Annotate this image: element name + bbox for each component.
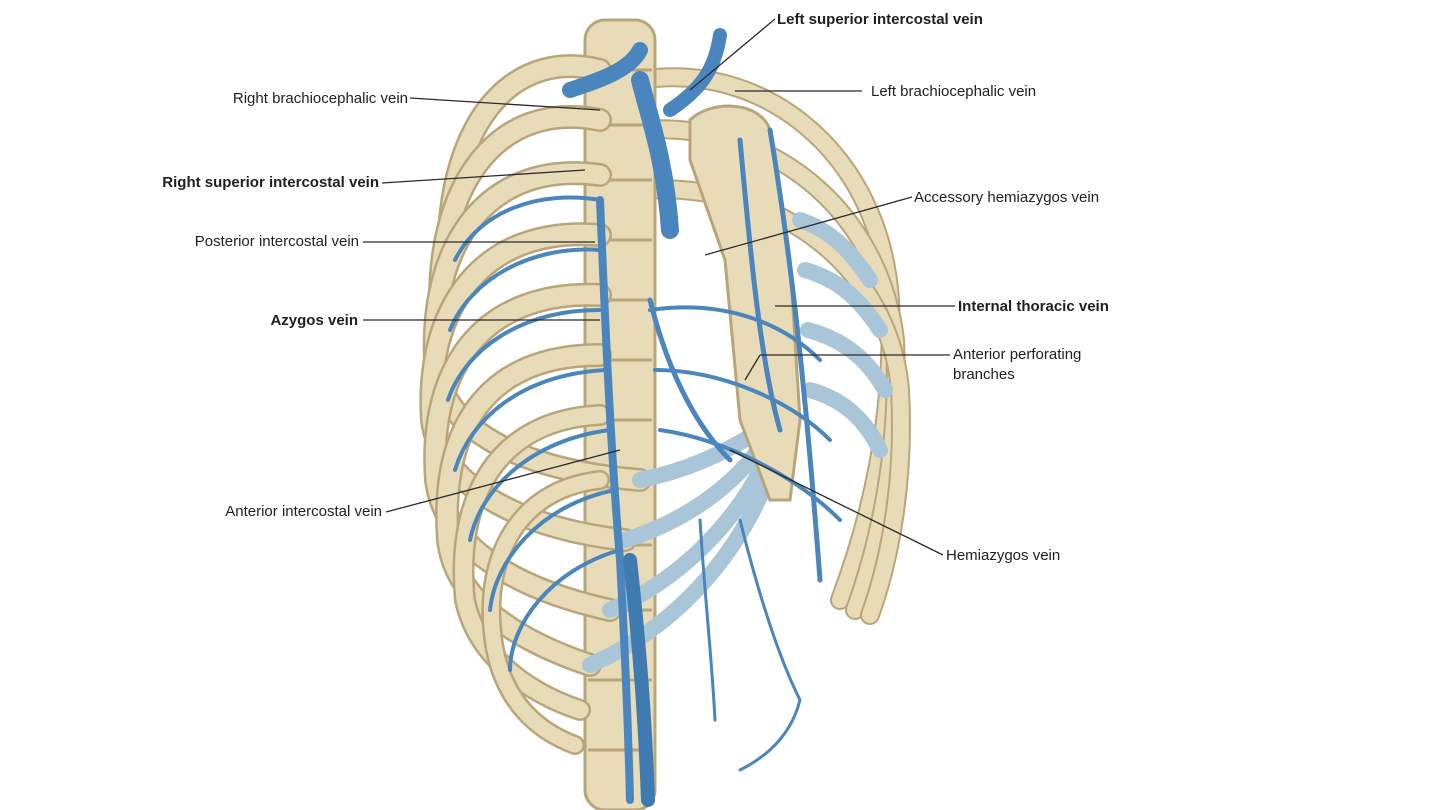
label-right-brachiocephalic-vein: Right brachiocephalic vein	[232, 90, 408, 107]
label-right-superior-intercostal-vein: Right superior intercostal vein	[162, 174, 379, 191]
ribs-near-side	[419, 54, 652, 755]
label-posterior-intercostal-vein: Posterior intercostal vein	[194, 233, 359, 250]
label-anterior-perforating-branches-line2: branches	[953, 366, 1015, 383]
label-anterior-intercostal-vein: Anterior intercostal vein	[225, 503, 382, 520]
label-accessory-hemiazygos-vein: Accessory hemiazygos vein	[914, 189, 1100, 206]
label-azygos-vein: Azygos vein	[270, 312, 358, 329]
label-internal-thoracic-vein: Internal thoracic vein	[958, 298, 1109, 315]
label-anterior-perforating-branches-line1: Anterior perforating	[953, 346, 1082, 363]
label-left-superior-intercostal-vein: Left superior intercostal vein	[777, 11, 983, 28]
leader-lines	[363, 18, 955, 556]
label-hemiazygos-vein: Hemiazygos vein	[946, 547, 1061, 564]
label-left-brachiocephalic-vein: Left brachiocephalic vein	[871, 83, 1037, 100]
